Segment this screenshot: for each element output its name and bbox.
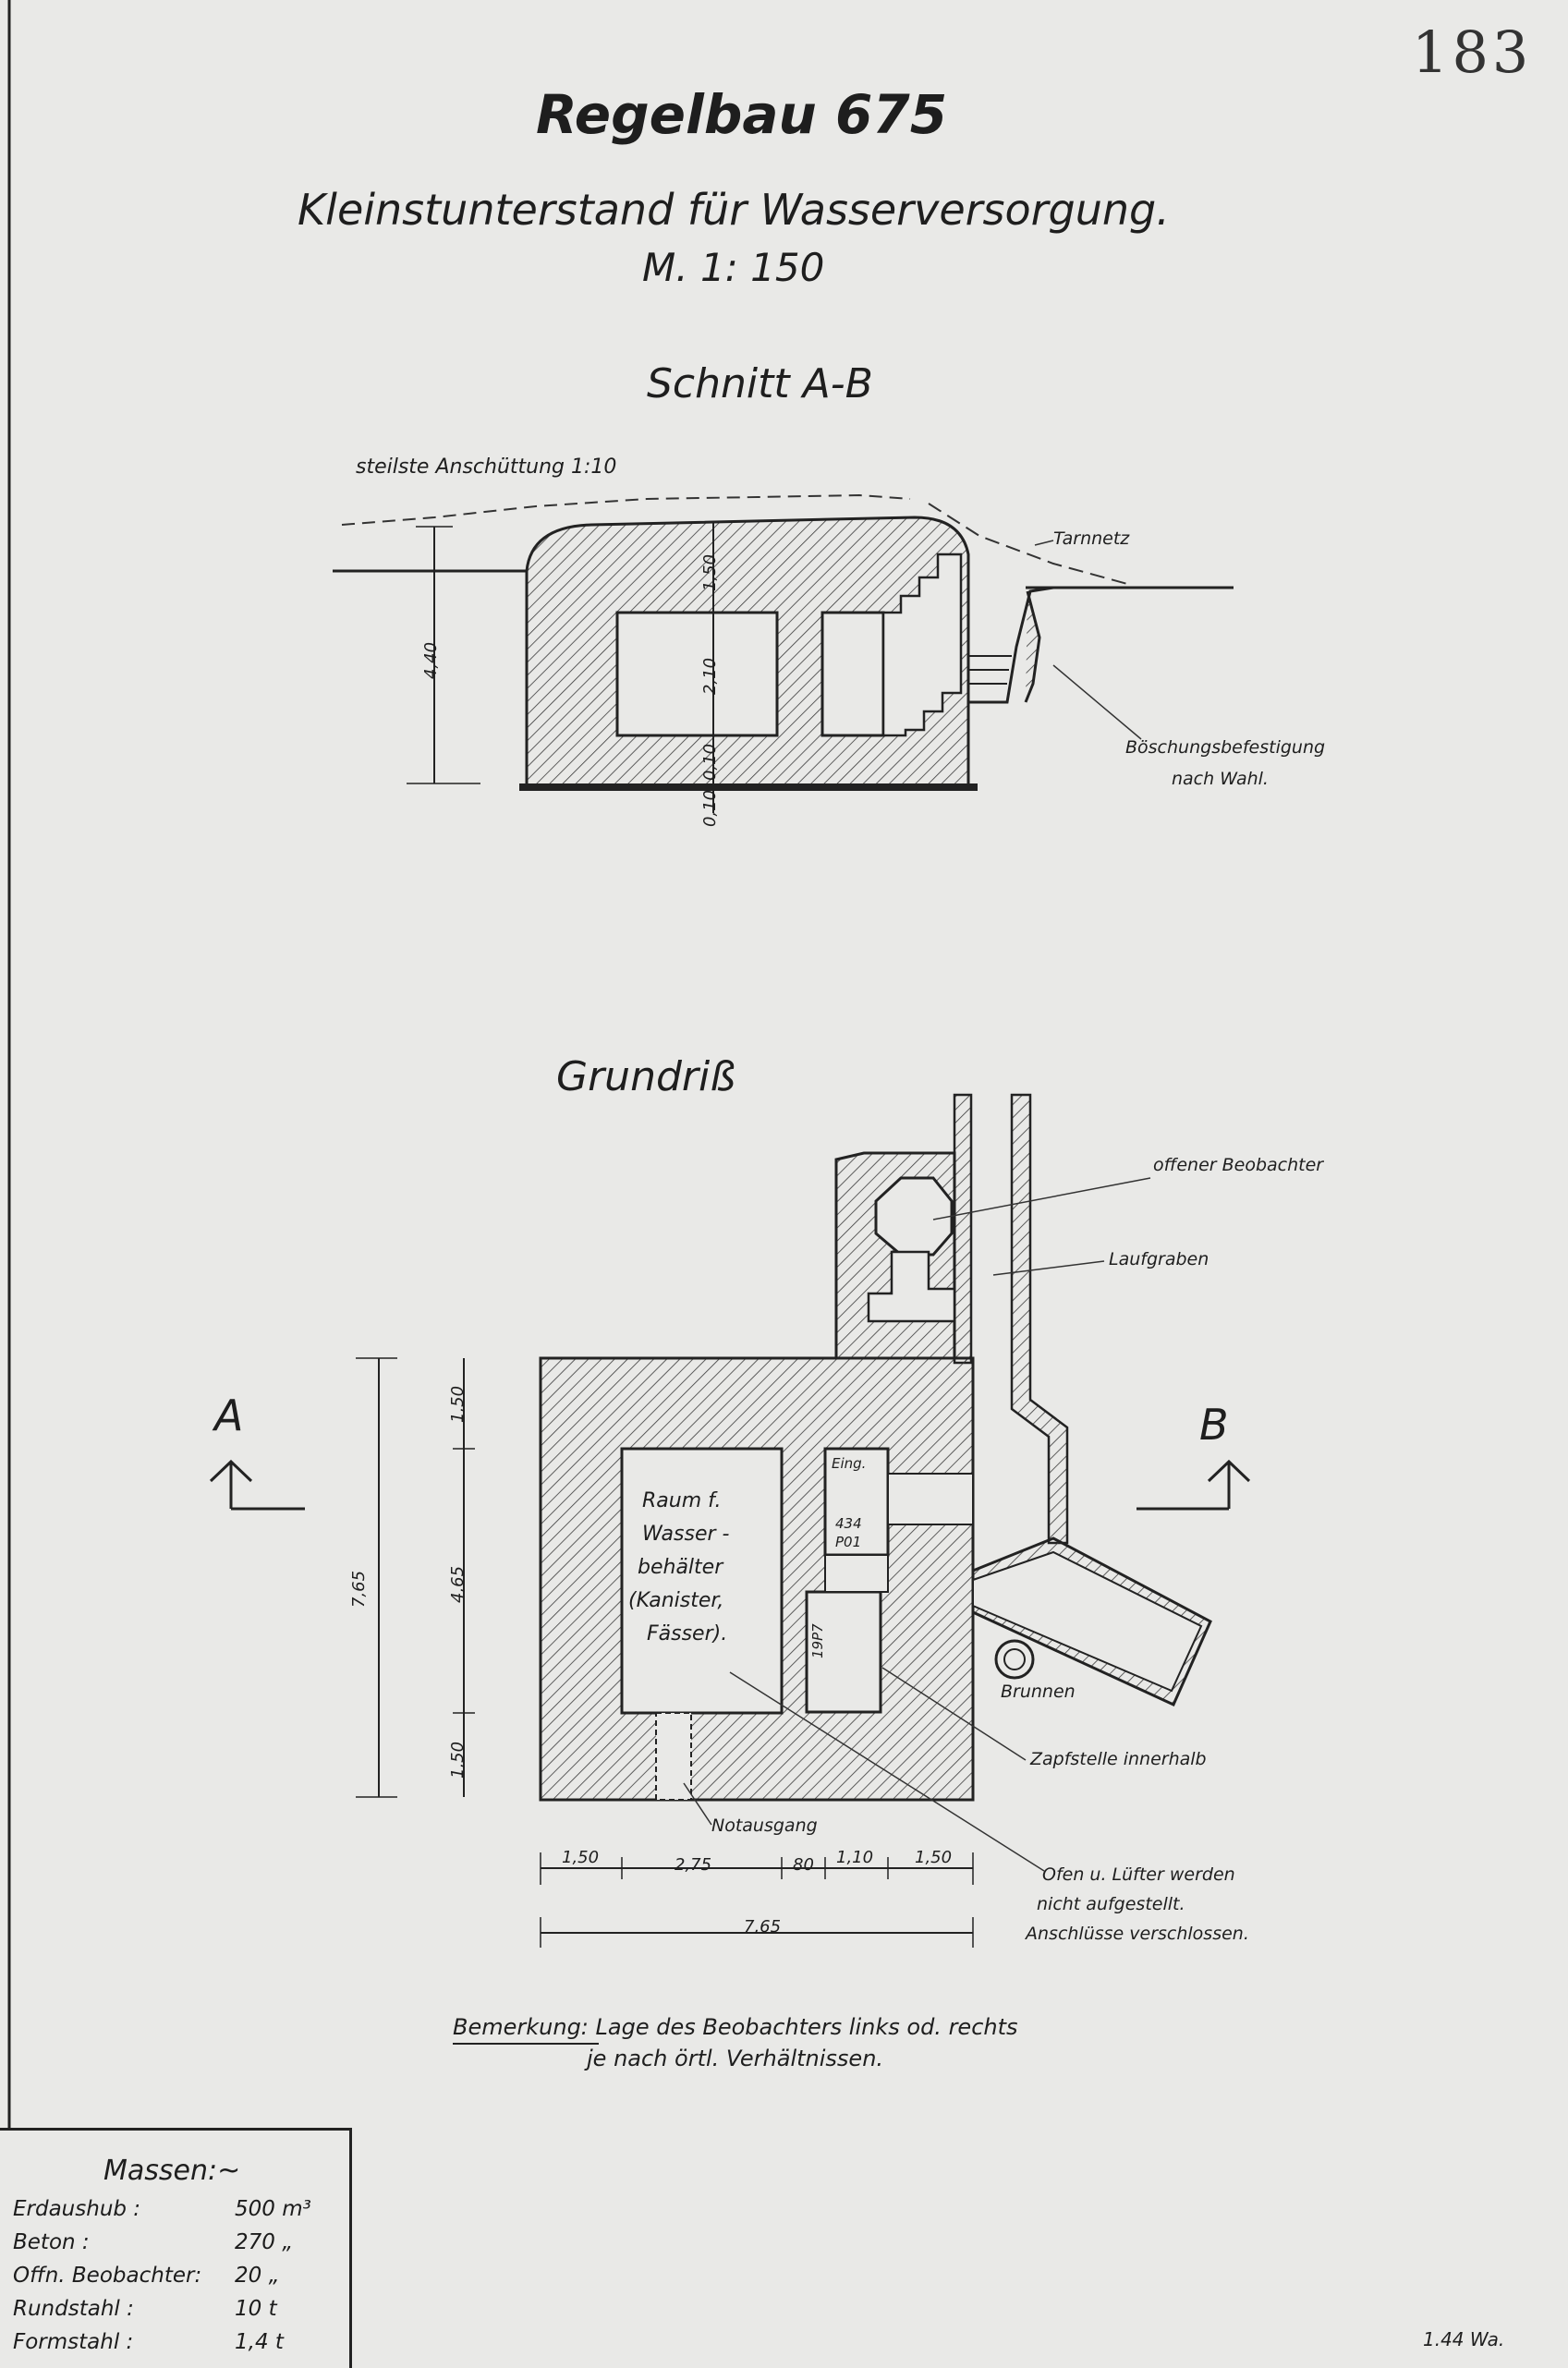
label-fill-slope: steilste Anschüttung 1:10 <box>356 455 617 479</box>
trench-wall-right <box>1010 1093 1069 1545</box>
label-entry: Eing. <box>832 1455 867 1472</box>
mass-value: 10 t <box>235 2297 277 2321</box>
plan-dim-depth-total: 7,65 <box>349 1570 369 1608</box>
entry-steps <box>887 1473 974 1525</box>
lock-room <box>805 1590 882 1714</box>
leader-trench <box>992 1260 1105 1276</box>
label-room-3: behälter <box>638 1556 723 1579</box>
section-drawing <box>333 493 1234 813</box>
plan-dim-w5: 1,50 <box>915 1848 953 1867</box>
label-room-2: Wasser - <box>642 1523 730 1546</box>
label-observer: offener Beobachter <box>1153 1155 1324 1175</box>
label-door-3: 19P7 <box>809 1623 826 1658</box>
mass-label: Formstahl : <box>13 2330 134 2354</box>
leader-observer <box>932 1177 1151 1220</box>
label-door-1: 434 <box>835 1515 862 1532</box>
dim-roof: 1,50 <box>700 553 720 591</box>
room-void-right <box>820 611 885 737</box>
drawing-scale: M. 1: 150 <box>642 245 825 290</box>
well-outer <box>994 1639 1035 1680</box>
remark: Bemerkung: Lage des Beobachters links od… <box>453 2014 1018 2040</box>
section-arrow-a <box>209 1459 305 1511</box>
stair-void <box>881 553 963 737</box>
water-room <box>620 1447 784 1715</box>
dim-base: 0,10 <box>700 789 720 827</box>
label-trench: Laufgraben <box>1109 1249 1209 1269</box>
plan-dim-inner: 4,65 <box>448 1565 468 1603</box>
mass-value: 20 „ <box>235 2264 280 2288</box>
mass-label: Rundstahl : <box>13 2297 134 2321</box>
leader-tarnnetz <box>1034 540 1054 546</box>
plan-dim-wall-bottom: 1,50 <box>448 1741 468 1779</box>
label-camo-net: Tarnnetz <box>1053 528 1130 549</box>
mass-value: 500 m³ <box>235 2197 311 2221</box>
label-well: Brunnen <box>1001 1682 1076 1702</box>
plan-dim-wall-top: 1,50 <box>448 1385 468 1423</box>
plan-dim-width-total: 7,65 <box>744 1917 782 1937</box>
masses-table: Massen:~ Erdaushub : 500 m³ Beton : 270 … <box>0 2128 352 2368</box>
mass-value: 1,4 t <box>235 2330 284 2354</box>
mass-label: Offn. Beobachter: <box>13 2264 202 2288</box>
leader-boeschung <box>1052 664 1142 740</box>
mass-label: Beton : <box>13 2230 90 2254</box>
remark-label: Bemerkung: <box>453 2014 589 2040</box>
section-mark-a: A <box>214 1390 244 1440</box>
drawing-title: Regelbau 675 <box>536 83 948 146</box>
remark-line1: Lage des Beobachters links od. rechts <box>595 2014 1018 2040</box>
label-emergency-exit: Notausgang <box>711 1815 818 1836</box>
well-inner <box>1003 1648 1026 1670</box>
slope-reinforcement <box>1024 590 1041 703</box>
drawing-subtitle: Kleinstunterstand für Wasserversorgung. <box>298 185 1170 235</box>
dim-floor: 0,10 <box>700 743 720 781</box>
emergency-exit <box>655 1712 692 1801</box>
label-tap: Zapfstelle innerhalb <box>1030 1749 1207 1769</box>
section-mark-b: B <box>1199 1400 1229 1450</box>
plan-dim-w3: 80 <box>793 1855 814 1875</box>
trench-outside <box>968 586 1054 704</box>
plan-heading: Grundriß <box>556 1053 735 1100</box>
observer-ring <box>874 1176 954 1257</box>
plan-dim-w1: 1,50 <box>562 1848 600 1867</box>
plan-dim-w4: 1,10 <box>836 1848 874 1867</box>
section-arrow-b <box>1136 1459 1251 1511</box>
leader-tap <box>881 1667 1027 1761</box>
label-oven-3: Anschlüsse verschlossen. <box>1026 1924 1249 1944</box>
mass-label: Erdaushub : <box>13 2197 141 2221</box>
label-slope-reinforcement-2: nach Wahl. <box>1172 769 1269 789</box>
dim-total-height: 4,40 <box>421 641 441 679</box>
footer-mark: 1.44 Wa. <box>1423 2328 1505 2350</box>
label-room-5: Fässer). <box>647 1622 728 1645</box>
trench-wall-left <box>953 1093 973 1365</box>
label-room-4: (Kanister, <box>628 1589 724 1612</box>
observer-steps <box>867 1250 956 1323</box>
mass-value: 270 „ <box>235 2230 294 2254</box>
dim-room: 2,10 <box>700 657 720 695</box>
exit-ramp-void <box>972 1550 1203 1693</box>
leader-oven <box>729 1671 1045 1872</box>
label-oven-2: nicht aufgestellt. <box>1037 1894 1185 1914</box>
base-slab <box>519 783 978 791</box>
fill-slope-line <box>341 493 911 526</box>
remark-line2: je nach örtl. Verhältnissen. <box>587 2046 884 2071</box>
section-heading: Schnitt A-B <box>647 360 873 407</box>
door-gap <box>824 1554 889 1593</box>
label-room-1: Raum f. <box>642 1489 722 1512</box>
camo-net-line <box>928 503 1128 585</box>
page-number: 183 <box>1412 18 1533 86</box>
leader-emergency <box>683 1782 712 1826</box>
label-oven-1: Ofen u. Lüfter werden <box>1042 1864 1235 1885</box>
plan-dim-w2: 2,75 <box>675 1855 712 1875</box>
label-door-2: P01 <box>835 1534 862 1550</box>
label-slope-reinforcement-1: Böschungsbefestigung <box>1125 737 1326 758</box>
room-void-left <box>615 611 779 737</box>
plan-drawing <box>209 1093 1251 1948</box>
masses-heading: Massen:~ <box>103 2155 241 2187</box>
